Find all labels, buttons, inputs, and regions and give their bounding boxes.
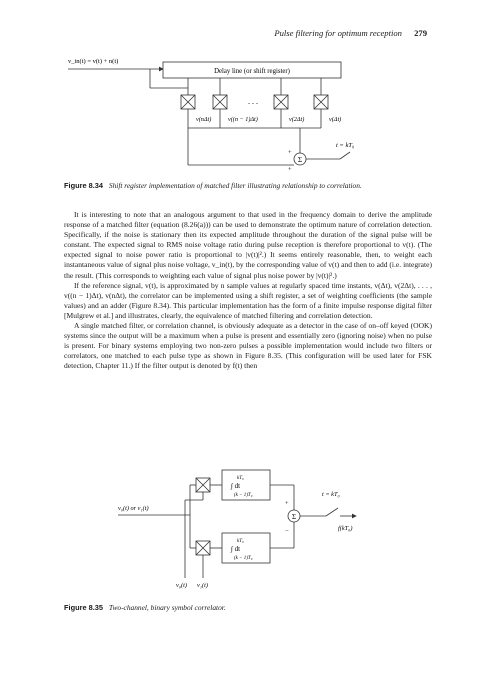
f835-ref-label-v0: v₀(t) [176, 582, 187, 589]
f834-multiplier-4 [313, 94, 329, 110]
f835-sample-label: t = kT₀ [322, 491, 340, 498]
figure-8-35-diagram: v₀(t) or v₁(t) kT₀ ∫ dt (k − 1)T₀ kT₀ ∫ … [118, 469, 357, 589]
f834-multiplier-2 [212, 94, 228, 110]
paragraph-2: If the reference signal, v(t), is approx… [64, 280, 432, 320]
figure-8-34-diagram: v_in(t) = v(t) + n(t) Delay line (or shi… [68, 58, 354, 173]
f835-multiplier-lower [195, 540, 211, 556]
f834-sampling-switch [339, 151, 351, 160]
delay-line-label: Delay line (or shift register) [214, 68, 290, 75]
delay-line-box [162, 61, 342, 79]
f834-tap-label-4: v(Δt) [329, 116, 341, 123]
f835-integrator-lower-lower-limit: (k − 1)T₀ [234, 556, 253, 561]
f835-sum-symbol: Σ [292, 513, 296, 521]
f835-integrator-upper-limit: kT₀ [237, 476, 244, 481]
f835-integrator-upper-sign: ∫ dt [230, 482, 240, 490]
f834-plus-lower: + [288, 166, 292, 173]
f834-multiplier-1 [180, 94, 196, 110]
f835-integrator-upper-lower-limit: (k − 1)T₀ [234, 493, 253, 498]
f835-integrator-upper [221, 469, 271, 501]
f834-ellipsis: . . . [248, 97, 258, 106]
figure-8-34-caption: Figure 8.34 Shift register implementatio… [64, 181, 432, 190]
f835-multiplier-upper [195, 477, 211, 493]
f835-minus-sign: − [285, 528, 289, 535]
f834-plus-upper: + [288, 149, 292, 156]
f834-tap-label-2: v((n − 1)Δt) [228, 116, 258, 123]
f834-tap-label-1: v(nΔt) [196, 116, 211, 123]
paragraph-1: It is interesting to note that an analog… [64, 210, 432, 280]
f834-tap-label-3: v(2Δt) [289, 116, 304, 123]
figure-8-35-label: Figure 8.35 [64, 603, 104, 612]
f835-ref-label-v1: v₁(t) [197, 582, 208, 589]
f835-plus-sign: + [285, 500, 289, 507]
body-text: It is interesting to note that an analog… [64, 210, 432, 372]
figure-8-35-caption: Figure 8.35 Two-channel, binary symbol c… [64, 603, 432, 612]
figure-8-34-caption-text: Shift register implementation of matched… [108, 181, 362, 190]
f835-integrator-lower-sign: ∫ dt [230, 545, 240, 553]
f835-output-label: f(kT₀) [338, 525, 352, 532]
running-title: Pulse filtering for optimum reception [274, 28, 402, 38]
f835-input-label: v₀(t) or v₁(t) [118, 505, 149, 512]
figure-8-35-caption-text: Two-channel, binary symbol correlator. [108, 603, 226, 612]
page-number: 279 [414, 28, 427, 38]
running-head: Pulse filtering for optimum reception 27… [274, 28, 427, 38]
f835-integrator-lower [221, 532, 271, 564]
f834-sample-label: t = kT₀ [336, 142, 354, 149]
f835-integrator-lower-upper-limit: kT₀ [237, 539, 244, 544]
f834-sum-symbol: Σ [298, 156, 302, 164]
f834-input-label: v_in(t) = v(t) + n(t) [68, 58, 118, 65]
figure-8-34-label: Figure 8.34 [64, 181, 104, 190]
f835-sampling-switch [325, 507, 339, 517]
f834-multiplier-3 [273, 94, 289, 110]
paragraph-3: A single matched filter, or correlation … [64, 321, 432, 371]
